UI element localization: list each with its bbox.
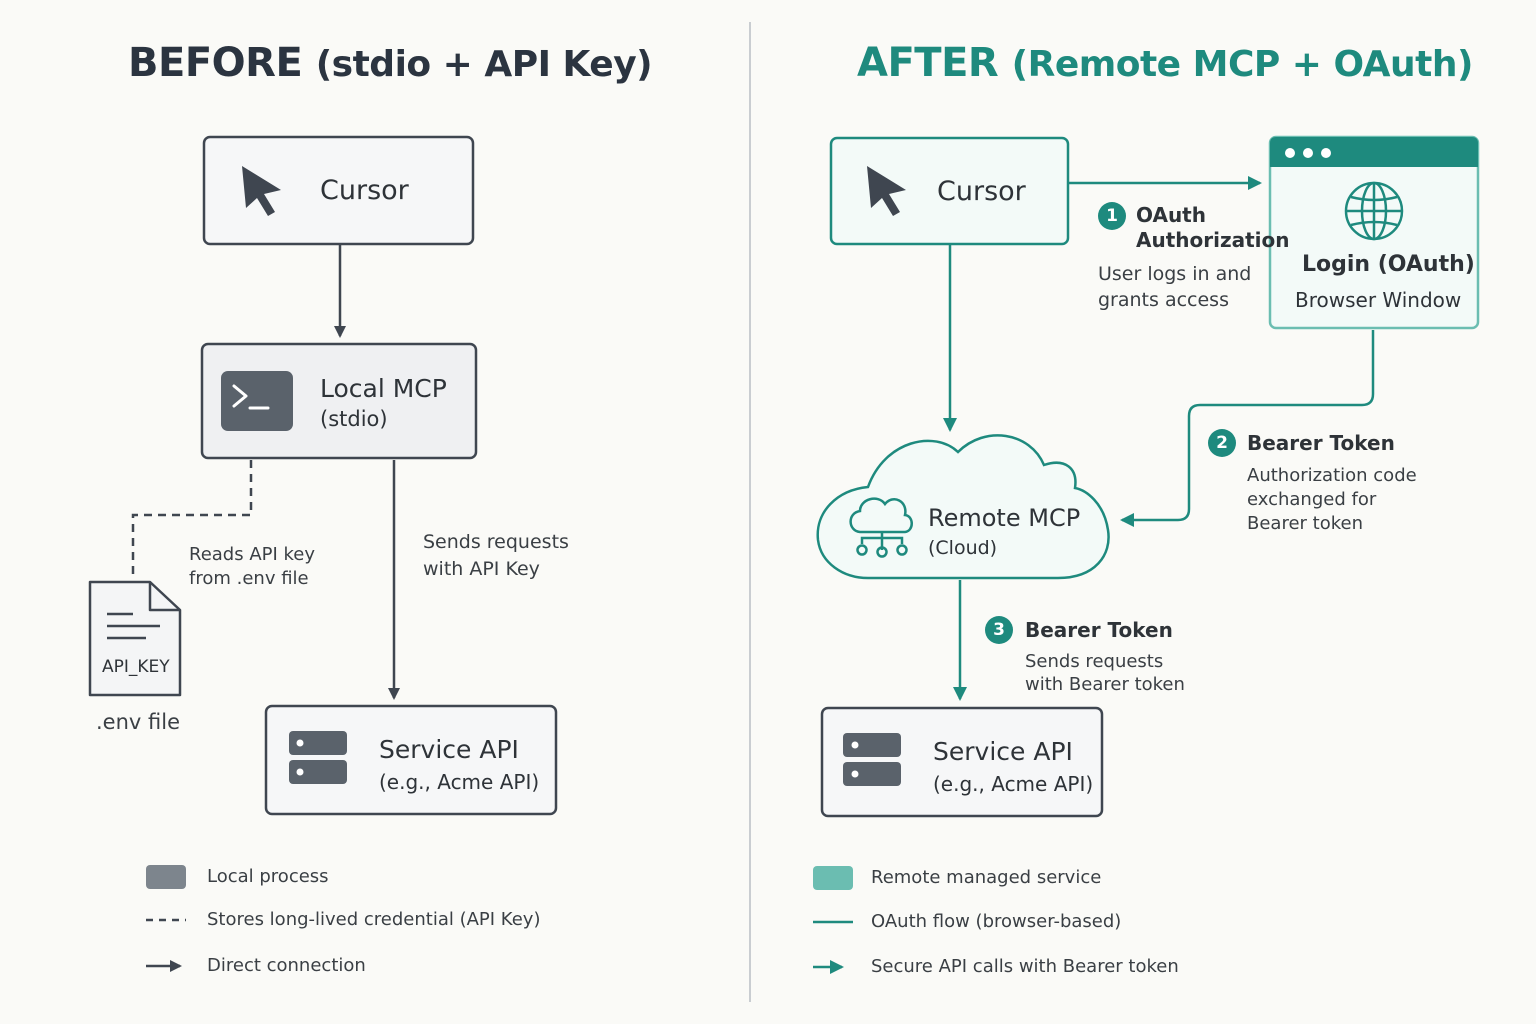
- after-cursor-icon: [867, 166, 906, 216]
- step-3-badge: 3: [985, 616, 1013, 644]
- local-mcp-sub: (stdio): [320, 407, 388, 431]
- step-1-title-line-2: Authorization: [1136, 228, 1290, 252]
- before-cursor-box: [202, 135, 475, 246]
- send-api-key-note: Sends requests with API Key: [423, 529, 569, 583]
- before-title: BEFORE (stdio + API Key): [128, 40, 653, 86]
- step-3-desc-line-2: with Bearer token: [1025, 674, 1185, 695]
- before-title-paren: (stdio + API Key): [315, 44, 653, 85]
- env-file-caption: .env file: [96, 710, 180, 734]
- legend-remote-managed-service: Remote managed service: [871, 867, 1102, 888]
- step-2-desc-line-3: Bearer token: [1247, 513, 1363, 534]
- browser-window-label: Browser Window: [1295, 288, 1462, 312]
- browser-dot-2: [1303, 148, 1313, 158]
- after-title: AFTER (Remote MCP + OAuth): [857, 40, 1473, 86]
- step-2-desc-line-2: exchanged for: [1247, 489, 1377, 510]
- browser-login-label: Login (OAuth): [1302, 252, 1475, 277]
- cloud-network-icon: [849, 497, 913, 558]
- browser-dot-3: [1321, 148, 1331, 158]
- legend-gray-box-icon: [146, 865, 186, 889]
- after-title-paren: (Remote MCP + OAuth): [1011, 44, 1474, 85]
- browser-dot-1: [1285, 148, 1295, 158]
- before-cursor-label: Cursor: [320, 175, 409, 206]
- env-read-note: Reads API key from .env file: [189, 543, 315, 591]
- before-cursor-icon: [242, 166, 281, 216]
- step-3-desc-line-1: Sends requests: [1025, 651, 1164, 672]
- local-mcp-label: Local MCP: [320, 374, 447, 403]
- after-server-icon: [843, 733, 901, 786]
- legend-oauth-flow: OAuth flow (browser-based): [871, 911, 1122, 932]
- send-api-key-note-line-2: with API Key: [423, 558, 540, 580]
- send-api-key-note-line-1: Sends requests: [423, 531, 569, 553]
- before-service-sub: (e.g., Acme API): [379, 770, 540, 794]
- step-2-title: Bearer Token: [1247, 431, 1395, 455]
- step-1-desc-line-2: grants access: [1098, 289, 1229, 311]
- env-read-note-line-2: from .env file: [189, 568, 309, 589]
- globe-icon: [1344, 181, 1404, 241]
- after-cursor-box: [829, 136, 1070, 246]
- remote-mcp-cloud: [816, 434, 1110, 580]
- legend-direct-connection: Direct connection: [207, 955, 366, 976]
- step-1-title: OAuth Authorization: [1136, 203, 1290, 253]
- terminal-icon: [221, 371, 293, 431]
- before-service-label: Service API: [379, 735, 519, 764]
- after-title-main: AFTER: [857, 40, 999, 86]
- legend-long-lived-credential: Stores long-lived credential (API Key): [207, 909, 541, 930]
- step-1-title-line-1: OAuth: [1136, 203, 1206, 227]
- step-2-badge: 2: [1208, 429, 1236, 457]
- step-1-desc-line-1: User logs in and: [1098, 263, 1252, 285]
- legend-local-process: Local process: [207, 866, 329, 887]
- env-file-fold: [148, 582, 180, 612]
- legend-teal-box-icon: [813, 866, 853, 890]
- step-2-desc-line-1: Authorization code: [1247, 465, 1417, 486]
- legend-secure-api-calls: Secure API calls with Bearer token: [871, 956, 1179, 977]
- step-2-desc: Authorization code exchanged for Bearer …: [1247, 464, 1417, 536]
- env-file-key-label: API_KEY: [102, 657, 170, 677]
- browser-titlebar: [1270, 137, 1478, 167]
- after-service-sub: (e.g., Acme API): [933, 772, 1094, 796]
- before-server-icon: [289, 731, 347, 784]
- step-3-desc: Sends requests with Bearer token: [1025, 650, 1185, 696]
- step-1-badge: 1: [1098, 202, 1126, 230]
- browser-to-remote-arrow: [1120, 330, 1375, 527]
- step-1-desc: User logs in and grants access: [1098, 261, 1251, 313]
- step-3-title: Bearer Token: [1025, 618, 1173, 642]
- after-service-label: Service API: [933, 737, 1073, 766]
- terminal-prompt-glyph: [232, 384, 270, 410]
- env-read-note-line-1: Reads API key: [189, 544, 316, 565]
- before-title-main: BEFORE: [128, 40, 303, 86]
- credential-dashed-line: [131, 460, 253, 578]
- after-cursor-label: Cursor: [937, 176, 1026, 207]
- remote-mcp-label: Remote MCP: [928, 504, 1081, 532]
- remote-mcp-sub: (Cloud): [928, 537, 998, 559]
